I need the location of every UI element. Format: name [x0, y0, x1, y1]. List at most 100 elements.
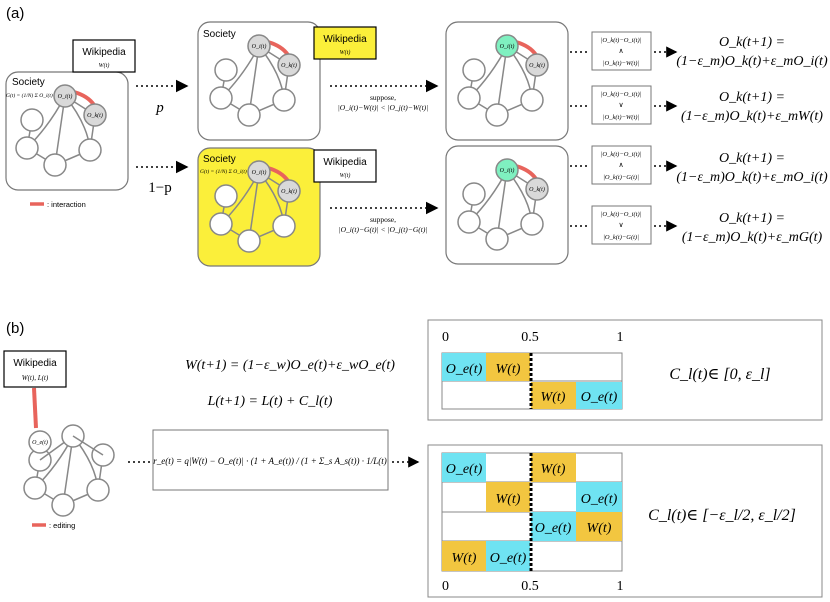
svg-text:∨: ∨ — [618, 221, 623, 229]
svg-text:O_i(t): O_i(t) — [252, 43, 267, 50]
wikipedia-box-left: Wikipedia W(t) — [72, 39, 136, 73]
svg-text:∨: ∨ — [618, 101, 623, 109]
condition-box-4: |O_k(t)−O_i(t)| ∨ |O_k(t)−G(t)| — [570, 205, 678, 245]
svg-text:|O_k(t)−O_i(t)|: |O_k(t)−O_i(t)| — [601, 91, 642, 98]
svg-text:W(t): W(t) — [587, 521, 612, 536]
svg-text:|O_k(t)−W(t)|: |O_k(t)−W(t)| — [603, 60, 640, 67]
svg-text:O_e(t): O_e(t) — [581, 390, 618, 405]
svg-text:∧: ∧ — [618, 161, 623, 169]
svg-text:Wikipedia: Wikipedia — [323, 34, 367, 45]
svg-text:O_i(t): O_i(t) — [252, 169, 267, 176]
svg-text:W(t): W(t) — [496, 362, 521, 377]
condition-box-2: |O_k(t)−O_i(t)| ∨ |O_k(t)−W(t)| — [570, 85, 678, 125]
panel-a-label: (a) — [6, 5, 24, 22]
society-box-wiki-case: Society O_i(t) O_k(t) — [197, 21, 321, 141]
svg-text:Wikipedia: Wikipedia — [82, 47, 126, 58]
svg-text:O_i(t): O_i(t) — [500, 43, 515, 50]
interaction-legend-label: : interaction — [47, 200, 86, 209]
svg-text:∧: ∧ — [618, 47, 623, 55]
node-oe — [28, 430, 52, 454]
range-top-label: C_l(t)∈ [0, ε_l] — [669, 366, 770, 383]
result-eq-3: O_k(t+1) = (1−ε_m)O_k(t)+ε_mO_i(t) — [676, 151, 828, 185]
suppose-g-line2: |O_i(t)−G(t)| < |O_j(t)−G(t)| — [339, 225, 428, 234]
svg-text:O_k(t): O_k(t) — [87, 112, 103, 119]
svg-text:0.5: 0.5 — [521, 579, 539, 594]
society-title: Society — [12, 77, 45, 88]
svg-text:|O_k(t)−O_i(t)|: |O_k(t)−O_i(t)| — [601, 151, 642, 158]
svg-text:W(t): W(t) — [340, 172, 351, 179]
svg-text:|O_k(t)−O_i(t)|: |O_k(t)−O_i(t)| — [601, 37, 642, 44]
svg-text:O_k(t+1) =: O_k(t+1) = — [719, 151, 785, 166]
wikipedia-box-highlighted: Wikipedia W(t) — [313, 26, 377, 60]
editing-legend-label: : editing — [49, 521, 75, 530]
svg-text:0.5: 0.5 — [521, 330, 539, 345]
society-network-b: O_e(t) — [23, 424, 115, 517]
editing-link — [32, 387, 38, 429]
svg-text:(1−ε_m)O_k(t)+ε_mO_i(t): (1−ε_m)O_k(t)+ε_mO_i(t) — [676, 170, 828, 185]
svg-text:W(t): W(t) — [541, 462, 566, 477]
society-box-result-g: O_i(t) O_k(t) — [445, 145, 569, 265]
society-box-result-w: O_i(t) O_k(t) — [445, 21, 569, 141]
svg-text:O_k(t): O_k(t) — [281, 62, 297, 69]
svg-text:O_e(t): O_e(t) — [490, 551, 527, 566]
svg-text:O_k(t): O_k(t) — [529, 186, 545, 193]
wikipedia-box-b: Wikipedia W(t), L(t) — [3, 350, 67, 388]
svg-text:Wikipedia: Wikipedia — [323, 157, 367, 168]
label-1-minus-p: 1−p — [148, 180, 171, 196]
svg-text:O_e(t): O_e(t) — [535, 521, 572, 536]
result-eq-1: O_k(t+1) = (1−ε_m)O_k(t)+ε_mO_i(t) — [676, 35, 828, 69]
svg-text:W(t): W(t) — [541, 390, 566, 405]
svg-text:O_i(t): O_i(t) — [58, 93, 73, 100]
svg-text:O_k(t+1) =: O_k(t+1) = — [719, 211, 785, 226]
svg-text:|O_k(t)−G(t)|: |O_k(t)−G(t)| — [603, 234, 639, 241]
svg-text:Society: Society — [203, 154, 236, 165]
svg-text:1: 1 — [617, 330, 624, 345]
svg-text:W(t): W(t) — [99, 62, 110, 69]
condition-box-1: |O_k(t)−O_i(t)| ∧ |O_k(t)−W(t)| — [570, 31, 678, 71]
svg-text:(1−ε_m)O_k(t)+ε_mO_i(t): (1−ε_m)O_k(t)+ε_mO_i(t) — [676, 54, 828, 69]
label-p: p — [155, 100, 164, 116]
svg-text:W(t), L(t): W(t), L(t) — [22, 374, 49, 382]
svg-text:W(t): W(t) — [340, 49, 351, 56]
range-chart-bottom: O_e(t) W(t) W(t) O_e(t) O_e(t) W(t) W(t)… — [427, 444, 823, 598]
svg-text:(1−ε_m)O_k(t)+ε_mG(t): (1−ε_m)O_k(t)+ε_mG(t) — [682, 230, 823, 245]
svg-text:|O_k(t)−O_i(t)|: |O_k(t)−O_i(t)| — [601, 211, 642, 218]
range-bottom-label: C_l(t)∈ [−ε_l/2, ε_l/2] — [648, 507, 796, 524]
svg-text:(1−ε_m)O_k(t)+ε_mW(t): (1−ε_m)O_k(t)+ε_mW(t) — [681, 109, 823, 124]
svg-text:O_e(t): O_e(t) — [581, 492, 618, 507]
svg-text:Wikipedia: Wikipedia — [13, 358, 57, 369]
result-eq-2: O_k(t+1) = (1−ε_m)O_k(t)+ε_mW(t) — [681, 90, 823, 124]
svg-text:W(t): W(t) — [452, 551, 477, 566]
svg-text:W(t): W(t) — [496, 492, 521, 507]
eq-l-update: L(t+1) = L(t) + C_l(t) — [207, 394, 333, 409]
suppose-w-line1: suppose, — [370, 93, 396, 102]
result-eq-4: O_k(t+1) = (1−ε_m)O_k(t)+ε_mG(t) — [682, 211, 823, 245]
node-ok — [83, 103, 107, 127]
svg-text:1: 1 — [617, 579, 624, 594]
svg-text:|O_k(t)−G(t)|: |O_k(t)−G(t)| — [603, 174, 639, 181]
condition-box-3: |O_k(t)−O_i(t)| ∧ |O_k(t)−G(t)| — [570, 145, 678, 185]
society-box-left: Society G(t) = (1/N) Σ O_i(t) O_i(t) O_k… — [5, 71, 129, 191]
svg-text:Society: Society — [203, 29, 236, 40]
svg-text:O_i(t): O_i(t) — [500, 167, 515, 174]
svg-text:O_k(t): O_k(t) — [529, 62, 545, 69]
svg-text:0: 0 — [442, 579, 449, 594]
svg-text:O_k(t+1) =: O_k(t+1) = — [719, 90, 785, 105]
node-oi — [53, 84, 77, 108]
svg-text:G(t) = (1/N) Σ O_i(t): G(t) = (1/N) Σ O_i(t) — [200, 168, 247, 175]
society-formula: G(t) = (1/N) Σ O_i(t) — [6, 92, 53, 99]
svg-text:O_e(t): O_e(t) — [446, 462, 483, 477]
svg-text:O_k(t): O_k(t) — [281, 188, 297, 195]
eq-w-update: W(t+1) = (1−ε_w)O_e(t)+ε_wO_e(t) — [185, 358, 395, 373]
svg-text:O_e(t): O_e(t) — [446, 362, 483, 377]
range-chart-top: 0 0.5 1 O_e(t) W(t) W(t) O_e(t) C_l(t)∈ … — [427, 319, 823, 421]
svg-text:0: 0 — [442, 330, 449, 345]
eq-r-rate: r_e(t) = q|W(t) − O_e(t)| · (1 + A_e(t))… — [153, 456, 386, 466]
wikipedia-box-mid: Wikipedia W(t) — [313, 149, 377, 183]
suppose-w-line2: |O_i(t)−W(t)| < |O_j(t)−W(t)| — [338, 103, 429, 112]
society-box-highlighted: Society G(t) = (1/N) Σ O_i(t) O_i(t) O_k… — [197, 147, 321, 267]
svg-text:O_e(t): O_e(t) — [32, 439, 48, 446]
eq-r-box: r_e(t) = q|W(t) − O_e(t)| · (1 + A_e(t))… — [152, 429, 389, 491]
svg-text:|O_k(t)−W(t)|: |O_k(t)−W(t)| — [603, 114, 640, 121]
